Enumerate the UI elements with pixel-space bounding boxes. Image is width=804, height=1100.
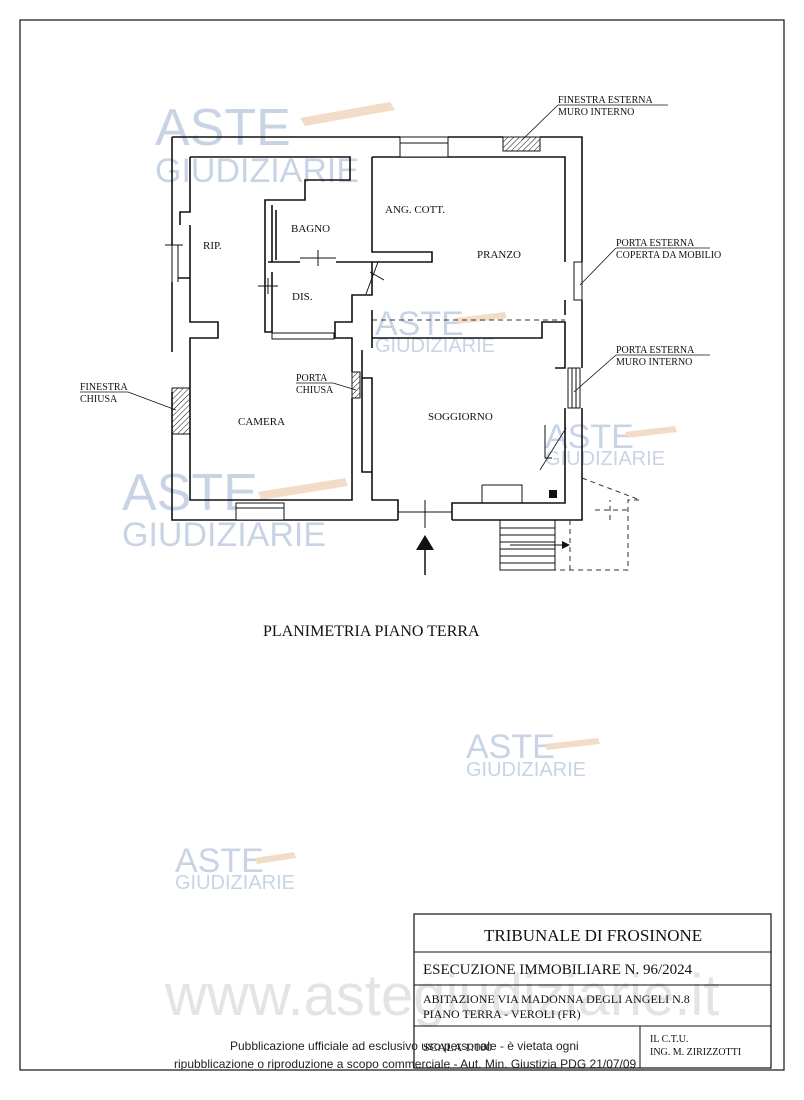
ctu-name: ING. M. ZIRIZZOTTI	[650, 1047, 741, 1058]
annotation-finestra-chiusa: FINESTRA	[80, 382, 129, 393]
svg-text:ASTE: ASTE	[466, 728, 555, 766]
room-dis: DIS.	[292, 291, 313, 303]
gavel-icon	[625, 426, 677, 438]
room-bagno: BAGNO	[291, 223, 330, 235]
svg-text:GIUDIZIARIE: GIUDIZIARIE	[175, 872, 295, 894]
svg-text:GIUDIZIARIE: GIUDIZIARIE	[545, 448, 665, 470]
walls	[171, 136, 583, 521]
svg-text:CHIUSA: CHIUSA	[296, 385, 334, 396]
sheet-border	[19, 19, 785, 1071]
plan-title: PLANIMETRIA PIANO TERRA	[263, 623, 480, 640]
svg-text:GIUDIZIARIE: GIUDIZIARIE	[466, 759, 586, 781]
annotations: FINESTRA ESTERNA MURO INTERNO PORTA ESTE…	[80, 95, 721, 471]
watermark-aste-3: ASTE GIUDIZIARIE	[545, 418, 677, 470]
watermark-aste-6: ASTE GIUDIZIARIE	[175, 842, 296, 894]
ctu-label: IL C.T.U.	[650, 1034, 688, 1045]
procedure-number: ESECUZIONE IMMOBILIARE N. 96/2024	[423, 962, 693, 978]
closed-window	[171, 387, 191, 435]
annotation-porta-coperta: PORTA ESTERNA	[616, 238, 695, 249]
svg-text:GIUDIZIARIE: GIUDIZIARIE	[122, 516, 326, 554]
watermark-aste-2: ASTE GIUDIZIARIE	[375, 305, 507, 357]
address-line1: ABITAZIONE VIA MADONNA DEGLI ANGELI N.8	[423, 992, 690, 1006]
svg-text:ripubblicazione o riproduzione: ripubblicazione o riproduzione a scopo c…	[174, 1057, 637, 1071]
annotation-porta-muro: PORTA ESTERNA	[616, 345, 695, 356]
room-pranzo: PRANZO	[477, 249, 521, 261]
svg-text:ASTE: ASTE	[375, 305, 464, 343]
address-line2: PIANO TERRA - VEROLI (FR)	[423, 1007, 581, 1021]
watermark-site: www.astegiudiziarie.it	[164, 963, 719, 1028]
court-name: TRIBUNALE DI FROSINONE	[484, 926, 702, 945]
svg-text:MURO INTERNO: MURO INTERNO	[616, 357, 692, 368]
room-ang-cott: ANG. COTT.	[385, 204, 445, 216]
watermark-aste-4: ASTE GIUDIZIARIE	[122, 464, 348, 554]
room-labels: RIP. BAGNO ANG. COTT. PRANZO DIS. CAMERA…	[203, 204, 521, 428]
chimney-marker	[549, 490, 557, 498]
svg-text:Pubblicazione ufficiale ad esc: Pubblicazione ufficiale ad esclusivo uso…	[230, 1039, 579, 1053]
svg-text:COPERTA DA MOBILIO: COPERTA DA MOBILIO	[616, 250, 721, 261]
svg-text:ASTE: ASTE	[175, 842, 264, 880]
door-marks	[165, 244, 452, 528]
title-block: TRIBUNALE DI FROSINONE ESECUZIONE IMMOBI…	[413, 913, 772, 1069]
room-soggiorno: SOGGIORNO	[428, 411, 493, 423]
svg-text:ASTE: ASTE	[545, 418, 634, 456]
svg-text:ASTE: ASTE	[155, 99, 291, 157]
closed-door	[351, 371, 361, 399]
room-rip: RIP.	[203, 240, 222, 252]
gavel-icon	[258, 478, 348, 500]
scale: SCALA 1:100	[423, 1040, 492, 1054]
watermark-aste-5: ASTE GIUDIZIARIE	[466, 728, 600, 781]
gavel-icon	[300, 102, 395, 126]
gavel-icon	[545, 738, 600, 750]
external-stairs	[372, 319, 641, 571]
svg-text:GIUDIZIARIE: GIUDIZIARIE	[155, 152, 359, 190]
entry-arrow-icon	[416, 535, 434, 575]
svg-text:MURO INTERNO: MURO INTERNO	[558, 107, 634, 118]
gavel-icon	[455, 312, 507, 324]
watermark-aste-1: ASTE GIUDIZIARIE	[155, 99, 395, 190]
footer-notice: Pubblicazione ufficiale ad esclusivo uso…	[174, 1039, 637, 1071]
gavel-icon	[255, 852, 296, 864]
svg-text:GIUDIZIARIE: GIUDIZIARIE	[375, 335, 495, 357]
svg-text:CHIUSA: CHIUSA	[80, 394, 118, 405]
room-camera: CAMERA	[238, 416, 285, 428]
annotation-porta-chiusa: PORTA	[296, 373, 328, 384]
windows	[171, 136, 583, 521]
annotation-finestra-esterna: FINESTRA ESTERNA	[558, 95, 654, 106]
